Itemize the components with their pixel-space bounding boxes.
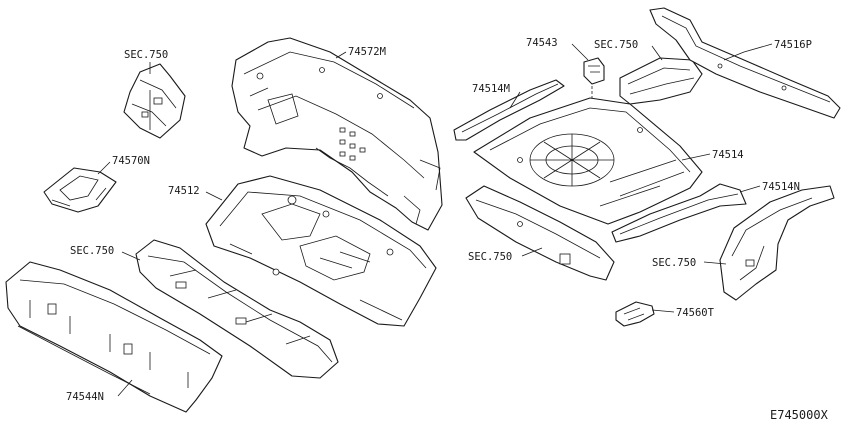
label-sec750-mid: SEC.750: [468, 251, 512, 263]
diagram-code: E745000X: [770, 408, 829, 422]
sec750-bracket-top-left: [123, 63, 186, 139]
label-74570N: 74570N: [112, 155, 150, 167]
part-74514M-member: [453, 79, 565, 141]
rear-panel-hole-grid: [339, 127, 366, 161]
part-74512-floor-front: [205, 175, 437, 327]
label-74514M: 74514M: [472, 83, 510, 95]
sec750-crossmember-mid-left: [135, 239, 339, 379]
part-74560T-bracket: [615, 301, 655, 327]
label-74544N: 74544N: [66, 391, 104, 403]
label-74516P: 74516P: [774, 39, 812, 51]
label-74512: 74512: [168, 185, 200, 197]
part-74514-rear-floor: [473, 97, 703, 225]
part-74514N-member: [611, 183, 747, 243]
label-sec750-right: SEC.750: [652, 257, 696, 269]
label-74543: 74543: [526, 37, 558, 49]
sec750-bracket-top-right: [619, 57, 703, 105]
leader-lines: [97, 43, 773, 397]
part-74572M-rear-panel: [231, 37, 443, 231]
part-74516P-rail: [649, 7, 841, 119]
label-74514N: 74514N: [762, 181, 800, 193]
sec750-side-bracket-right: [719, 185, 835, 301]
label-74514: 74514: [712, 149, 744, 161]
label-sec750-mid-left: SEC.750: [70, 245, 114, 257]
label-sec750-top-left: SEC.750: [124, 49, 168, 61]
label-sec750-top-right: SEC.750: [594, 39, 638, 51]
part-74543-bracket: [583, 57, 605, 85]
sec750-crossmember-mid: [465, 185, 615, 281]
label-74560T: 74560T: [676, 307, 715, 319]
part-74570N-panel: [43, 167, 117, 213]
part-74544N-crossmember: [5, 261, 223, 413]
label-74572M: 74572M: [348, 46, 386, 58]
